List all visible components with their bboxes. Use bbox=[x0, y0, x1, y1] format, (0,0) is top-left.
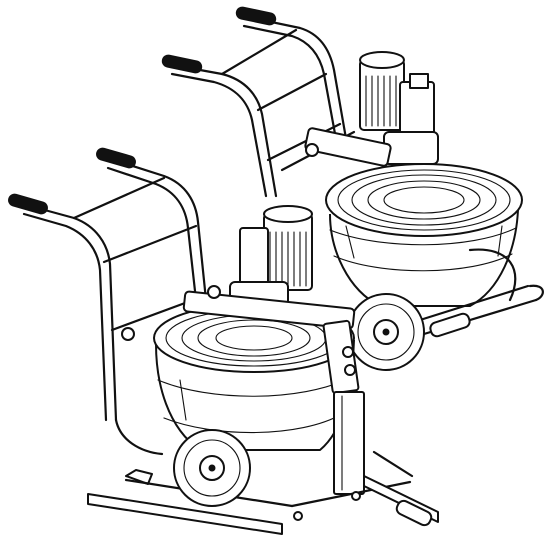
rear-grip-upper bbox=[235, 6, 277, 26]
front-grip-lower bbox=[8, 193, 48, 215]
front-motor bbox=[182, 205, 356, 330]
front-mixer bbox=[8, 147, 439, 535]
front-handle-frame bbox=[22, 158, 208, 456]
rear-grip-lower bbox=[161, 54, 203, 74]
front-side-column bbox=[322, 319, 365, 495]
rear-drum bbox=[325, 163, 523, 307]
rear-base-frame bbox=[418, 248, 544, 338]
rear-mixer bbox=[161, 6, 544, 371]
rear-wheel bbox=[347, 293, 425, 371]
rear-motor bbox=[304, 51, 439, 167]
rear-handle-frame bbox=[170, 16, 356, 198]
front-wheel bbox=[173, 429, 251, 507]
front-grip-upper bbox=[96, 147, 136, 169]
front-base-frame bbox=[87, 450, 439, 535]
